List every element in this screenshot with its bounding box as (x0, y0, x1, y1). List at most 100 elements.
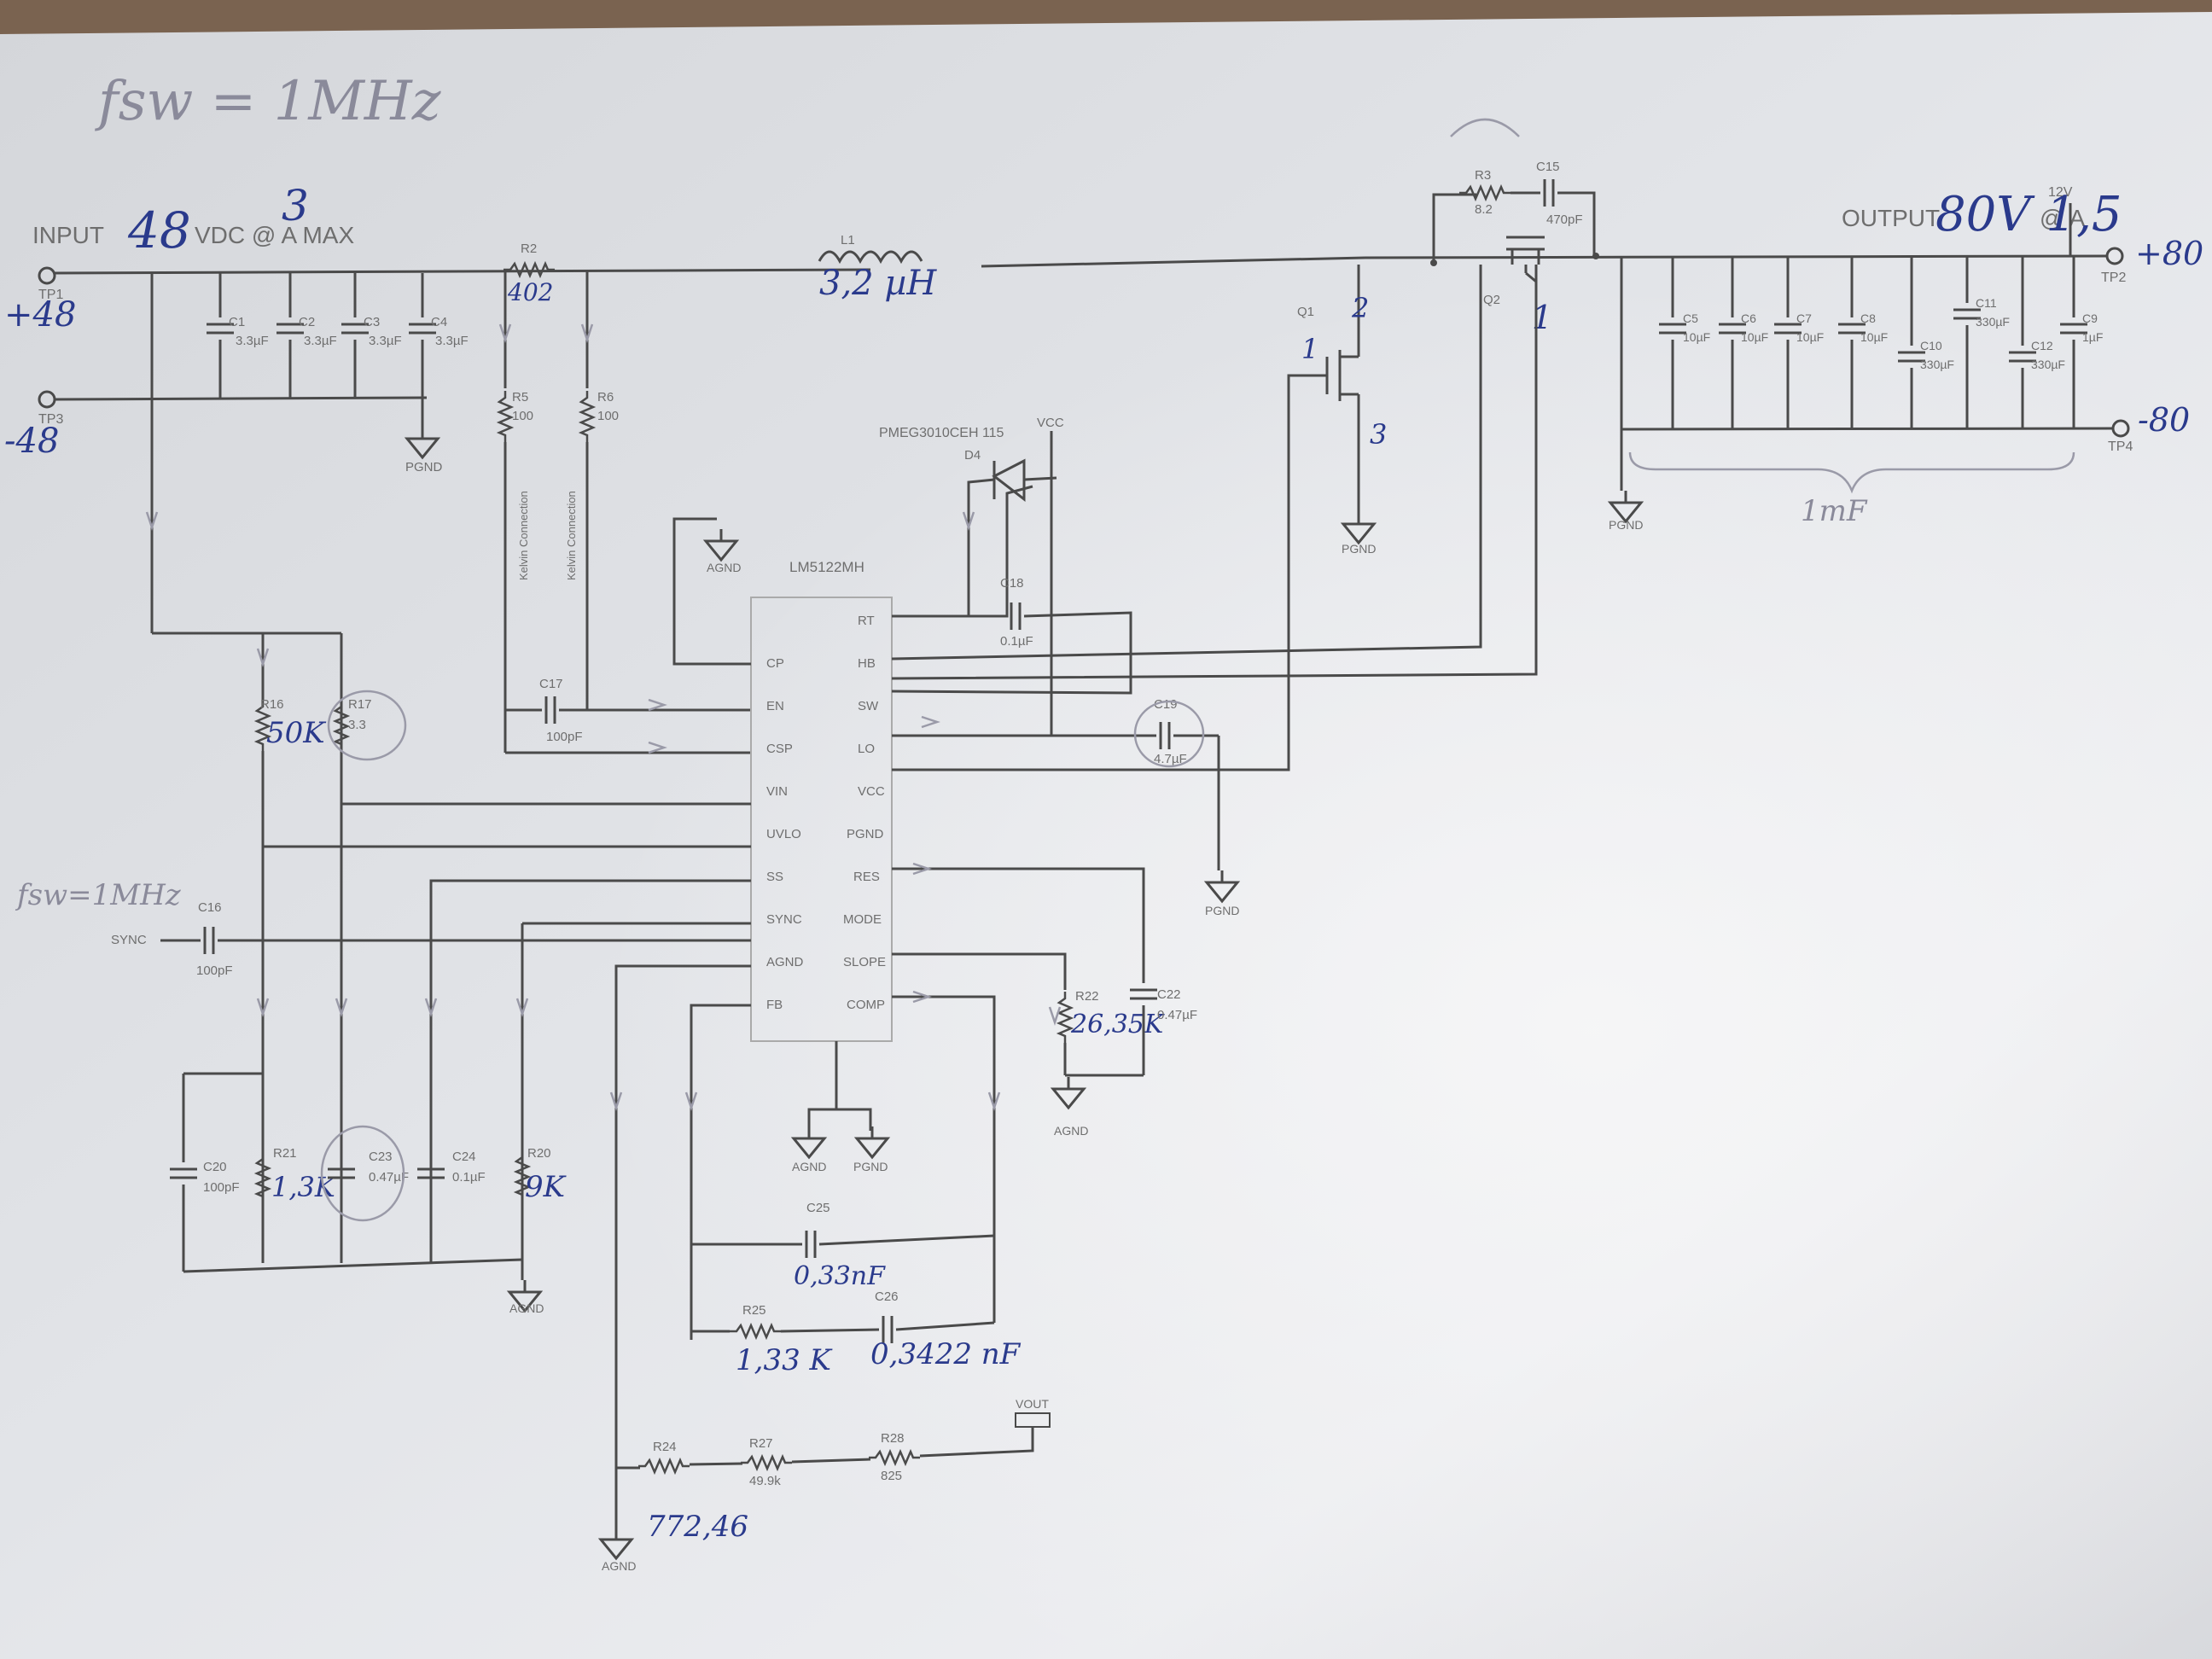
input-minus-note: -48 (4, 422, 59, 461)
r27-val: 49.9k (749, 1474, 781, 1488)
c7-ref: C7 (1796, 311, 1812, 325)
lead-label: 12V (2048, 185, 2073, 200)
ic-pin-lo: LO (858, 742, 875, 756)
c15-val: 470pF (1546, 212, 1583, 227)
ic-pin-vin: VIN (766, 784, 788, 799)
output-capacitors (1657, 256, 2089, 429)
c4-val: 3.3µF (435, 334, 469, 348)
diode-part: PMEG3010CEH 115 (879, 426, 1004, 440)
tp1-terminal (38, 266, 56, 285)
c23-val: 0.47µF (369, 1170, 409, 1185)
r16-ref: R16 (260, 697, 284, 712)
tp3-label: TP3 (38, 412, 63, 427)
c24-val: 0.1µF (452, 1170, 486, 1185)
c25-value-note: 0,33nF (794, 1261, 886, 1291)
c8-val: 10µF (1860, 330, 1888, 344)
ic-pin-sync: SYNC (766, 912, 802, 927)
c2-val: 3.3µF (304, 334, 337, 348)
c3-val: 3.3µF (369, 334, 402, 348)
vout-flag (1015, 1412, 1051, 1428)
q1-pin1-note: 1 (1301, 333, 1318, 365)
ic-pin-res: RES (853, 870, 880, 884)
kelvin-label-2: Kelvin Connection (565, 491, 578, 580)
r25-ref: R25 (742, 1303, 766, 1318)
ic-pin-vcc: VCC (858, 784, 885, 799)
input-rating: VDC @ A MAX (195, 222, 354, 248)
r5-val: 100 (512, 409, 533, 423)
c9-ref: C9 (2082, 311, 2098, 325)
input-capacitors (205, 273, 438, 399)
ic-pin-fb: FB (766, 998, 783, 1012)
r20-ref: R20 (527, 1146, 551, 1161)
ic-pin-sw: SW (858, 699, 879, 713)
c18-ref: C18 (1000, 576, 1024, 591)
ic-pin-pgnd: PGND (847, 827, 884, 841)
lm5122-ic-body (750, 597, 893, 1042)
tp2-terminal (2105, 247, 2124, 265)
c15-ref: C15 (1536, 160, 1560, 174)
output-rating: @ A (2040, 205, 2086, 231)
ic-pin-ss: SS (766, 870, 783, 884)
r28-val: 825 (881, 1469, 902, 1483)
output-minus-note: -80 (2138, 401, 2190, 439)
c18-val: 0.1µF (1000, 634, 1033, 649)
c16-val: 100pF (196, 963, 233, 978)
r6-ref: R6 (597, 390, 614, 405)
r2-value-note: 402 (507, 278, 553, 306)
ic-right-pins: RT HB SW LO VCC PGND RES MODE SLOPE COMP (843, 614, 886, 1012)
tp2-label: TP2 (2101, 271, 2126, 285)
output-label: OUTPUT (1842, 205, 1940, 231)
vout-label: VOUT (1016, 1397, 1049, 1411)
q2-ref: Q2 (1483, 293, 1500, 307)
r22-value-note: 26,35K (1070, 1010, 1165, 1039)
agnd-slope-label: AGND (1054, 1124, 1088, 1138)
vcc-label: VCC (1037, 416, 1064, 430)
c10-ref: C10 (1920, 339, 1942, 352)
c23-ref: C23 (369, 1150, 393, 1164)
l1-inductor (818, 250, 923, 265)
pgnd-vcc-label: PGND (1205, 904, 1239, 917)
c8-ref: C8 (1860, 311, 1876, 325)
r28-ref: R28 (881, 1431, 905, 1446)
c10-val: 330µF (1920, 358, 1954, 371)
sync-label: SYNC (111, 933, 147, 947)
pencil-annotations (145, 118, 1520, 1111)
r6-val: 100 (597, 409, 619, 423)
c7-val: 10µF (1796, 330, 1824, 344)
ic-pin-csp: CSP (766, 742, 793, 756)
output-cap-total-note: 1mF (1801, 494, 1868, 528)
ic-pin-rt: RT (858, 614, 875, 628)
r27-ref: R27 (749, 1436, 773, 1451)
r24-ref: R24 (653, 1440, 677, 1454)
fsw-sync-note: fsw=1MHz (15, 878, 182, 912)
c22-val: 0.47µF (1157, 1008, 1197, 1022)
c20-val: 100pF (203, 1180, 240, 1195)
c3-ref: C3 (364, 315, 380, 329)
pgnd-input-label: PGND (405, 460, 443, 474)
agnd-fb-label: AGND (602, 1559, 636, 1573)
c6-ref: C6 (1741, 311, 1756, 325)
ic-left-pins: CP EN CSP VIN UVLO SS SYNC AGND FB (766, 656, 804, 1012)
c22-ref: C22 (1157, 987, 1181, 1002)
c11-val: 330µF (1976, 315, 2010, 329)
output-plus-note: +80 (2135, 235, 2203, 272)
input-voltage-note: 48 (127, 201, 191, 259)
c12-val: 330µF (2031, 358, 2065, 371)
r17-ref: R17 (348, 697, 372, 712)
r21-value-note: 1,3K (271, 1171, 337, 1203)
c2-ref: C2 (299, 315, 315, 329)
r20-value-note: 9K (525, 1170, 568, 1204)
q1-ref: Q1 (1297, 305, 1314, 319)
r3-val: 8.2 (1475, 202, 1493, 217)
c25-ref: C25 (806, 1201, 830, 1215)
tp1-label: TP1 (38, 288, 63, 302)
r25-value-note: 1,33 K (736, 1343, 834, 1377)
c17-val: 100pF (546, 730, 583, 744)
c26-ref: C26 (875, 1289, 899, 1304)
q1-mosfet (1325, 265, 1360, 512)
tp4-label: TP4 (2108, 439, 2133, 454)
ic-pin-mode: MODE (843, 912, 882, 927)
agnd-ic-label: AGND (792, 1160, 826, 1173)
c9-val: 1µF (2082, 330, 2103, 344)
